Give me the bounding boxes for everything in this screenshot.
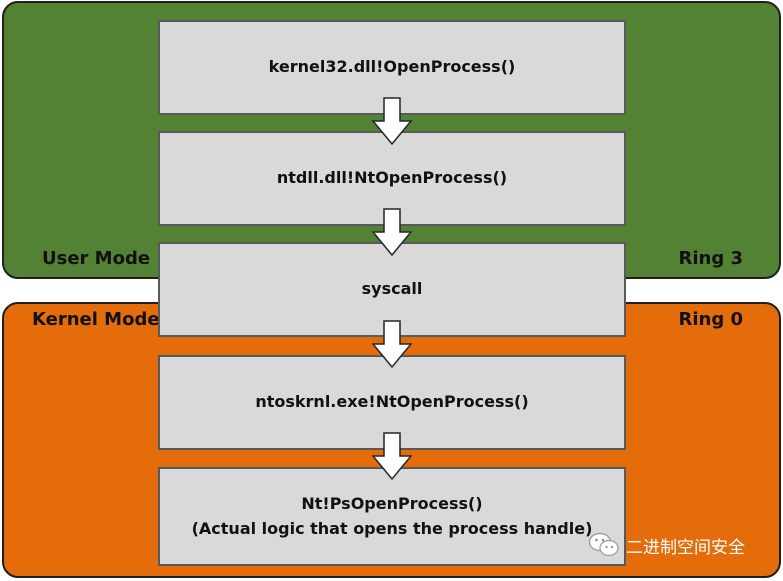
kernel-mode-label: Kernel Mode: [32, 309, 160, 330]
watermark: 二进制空间安全: [588, 528, 745, 562]
box-ntoskrnl-ntopenprocess-text: ntoskrnl.exe!NtOpenProcess(): [255, 392, 529, 412]
down-arrow-icon: [371, 432, 413, 481]
down-arrow-icon: [371, 208, 413, 257]
watermark-text: 二进制空间安全: [626, 537, 745, 558]
box-kernel32-openprocess-text: kernel32.dll!OpenProcess(): [268, 57, 516, 77]
box-syscall-text: syscall: [361, 279, 423, 299]
box-ps-openprocess-line-1: Nt!PsOpenProcess(): [301, 493, 483, 513]
down-arrow-icon: [371, 320, 413, 369]
ring-0-label: Ring 0: [678, 309, 743, 330]
wechat-icon: [588, 532, 619, 557]
box-ps-openprocess-line-2: (Actual logic that opens the process han…: [191, 518, 593, 538]
down-arrow-icon: [371, 97, 413, 146]
box-ps-openprocess: Nt!PsOpenProcess() (Actual logic that op…: [158, 467, 626, 566]
box-ntdll-ntopenprocess-text: ntdll.dll!NtOpenProcess(): [276, 168, 508, 188]
user-mode-label: User Mode: [42, 248, 151, 269]
ring-3-label: Ring 3: [678, 248, 743, 269]
